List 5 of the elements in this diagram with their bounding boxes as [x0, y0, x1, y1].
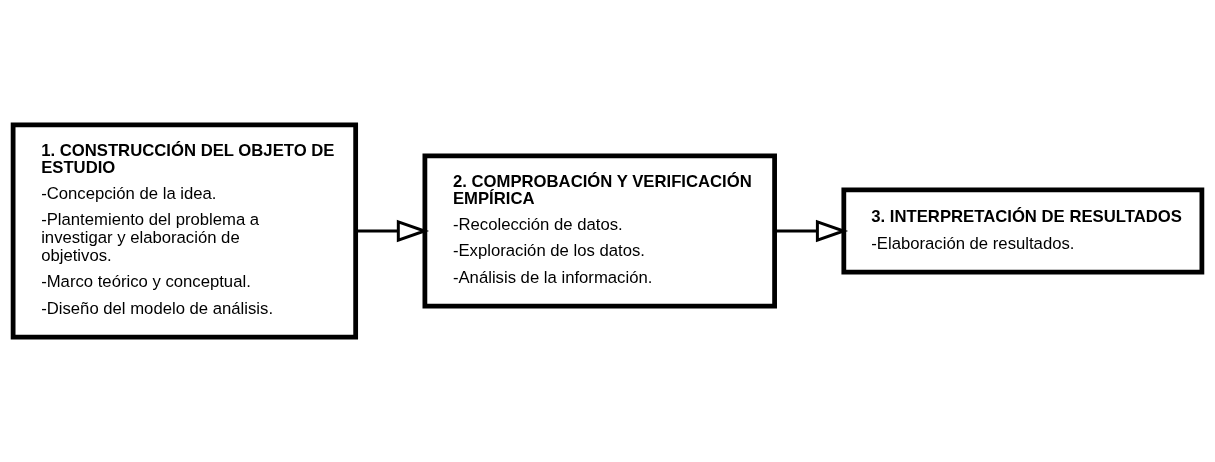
arrow [355, 219, 430, 243]
node-box: 3. INTERPRETACIÓN DE RESULTADOS -Elaboración de resultados. [841, 187, 1205, 275]
node-box: 1. CONSTRUCCIÓN DEL OBJETO DE ESTUDIO -Concepción de la idea. -Plantemiento del problema a investigar y elaboración de objetivos. -Marco teórico y conceptual. -Diseño del modelo de análisis. [10, 122, 359, 340]
arrow [774, 219, 849, 243]
node-box: 2. COMPROBACIÓN Y VERIFICACIÓN EMPÍRICA -Recolección de datos. -Exploración de los datos. -Análisis de la información. [422, 153, 777, 309]
